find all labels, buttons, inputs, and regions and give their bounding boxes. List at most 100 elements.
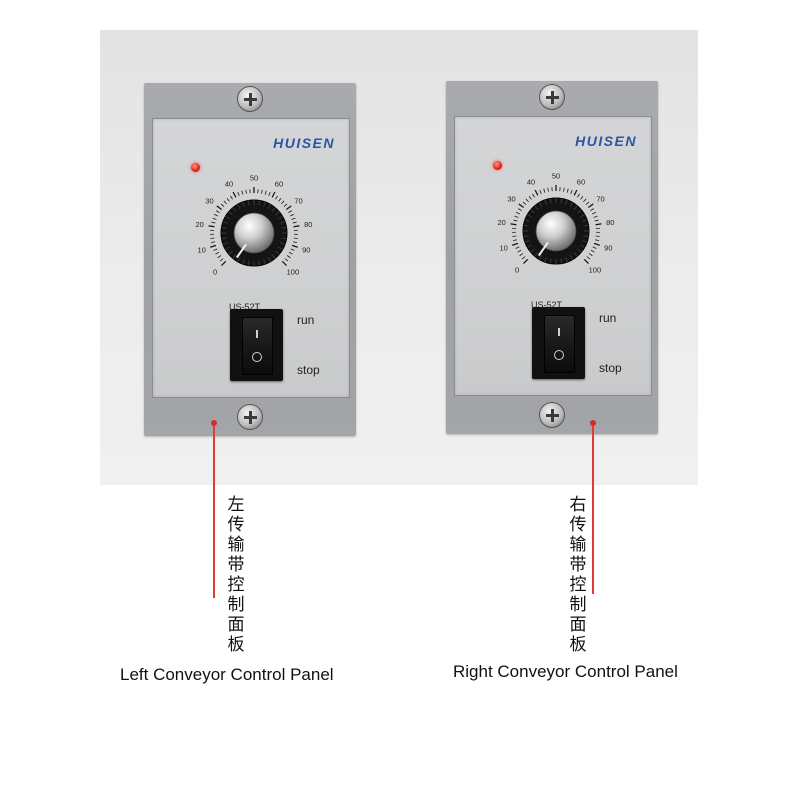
dial-tick	[213, 248, 218, 251]
knob-ridge	[267, 256, 271, 262]
dial-tick	[230, 195, 233, 200]
dial-tick	[214, 213, 218, 217]
dial-tick	[212, 217, 217, 220]
dial-tick	[566, 188, 569, 193]
dial-tick	[288, 210, 293, 213]
knob-ridge	[267, 204, 271, 210]
dial-tick	[290, 213, 294, 217]
knob-ridge	[221, 226, 227, 229]
brand-logo: HUISEN	[575, 133, 637, 149]
knob-ridge	[583, 235, 589, 238]
dial-tick	[292, 241, 298, 243]
dial-scale-label: 90	[604, 244, 612, 253]
knob-ridge	[225, 246, 231, 250]
dial-tick	[525, 198, 529, 203]
dial-tick	[281, 260, 287, 266]
knob-ridge	[280, 221, 286, 224]
knob-ridge	[277, 246, 283, 250]
dial-tick	[288, 251, 293, 255]
knob-ridge	[237, 204, 241, 210]
dial-knob-cap[interactable]	[535, 210, 577, 252]
dial-knob-cap[interactable]	[233, 212, 275, 254]
dial-tick	[284, 258, 289, 262]
run-label: run	[297, 313, 315, 327]
dial-tick	[237, 191, 240, 196]
rocker-paddle[interactable]	[544, 315, 575, 373]
dial-tick	[512, 242, 519, 246]
dial-tick	[516, 211, 520, 215]
dial-tick	[528, 195, 532, 200]
knob-ridge	[534, 205, 539, 210]
dial-scale-label: 50	[250, 174, 258, 183]
dial-tick	[219, 258, 224, 262]
dial-tick	[293, 237, 298, 239]
dial-tick	[517, 208, 522, 211]
dial-tick	[593, 242, 600, 246]
knob-ridge	[258, 260, 261, 266]
dial-tick	[514, 215, 519, 218]
knob-ridge	[527, 214, 533, 218]
dial-scale-label: 60	[577, 178, 585, 187]
power-led-indicator	[191, 163, 200, 172]
dial-tick	[523, 258, 529, 264]
knob-ridge	[271, 254, 276, 259]
pointer-line-right	[592, 426, 594, 594]
knob-ridge	[523, 235, 529, 238]
run-stop-rocker-switch[interactable]	[532, 307, 585, 379]
power-led-indicator	[493, 161, 502, 170]
screw-icon	[237, 404, 263, 430]
knob-ridge	[573, 205, 578, 210]
dial-tick	[534, 189, 539, 196]
knob-ridge	[263, 201, 266, 207]
knob-ridge	[565, 257, 568, 263]
dial-tick	[512, 239, 518, 241]
dial-tick	[594, 219, 599, 222]
dial-scale-label: 40	[527, 178, 535, 187]
dial-scale-label: 80	[304, 220, 312, 229]
stop-label: stop	[297, 363, 320, 377]
knob-ridge	[544, 199, 547, 205]
dial-tick	[595, 235, 600, 237]
run-label: run	[599, 311, 617, 325]
dial-scale-label: 30	[507, 194, 515, 203]
dial-tick	[585, 201, 590, 205]
knob-ridge	[222, 242, 228, 245]
dial-tick	[522, 201, 527, 205]
knob-ridge	[579, 214, 585, 218]
dial-tick	[592, 211, 596, 215]
dial-tick	[594, 239, 600, 241]
dial-tick	[241, 190, 244, 195]
switch-on-symbol-icon	[558, 328, 560, 336]
run-stop-rocker-switch[interactable]	[230, 309, 283, 381]
dial-tick	[210, 244, 217, 248]
dial-tick	[515, 246, 520, 249]
dial-tick	[292, 221, 297, 224]
dial-tick	[595, 223, 602, 226]
knob-ridge	[539, 254, 543, 260]
dial-tick	[517, 249, 522, 253]
right-panel-english-label: Right Conveyor Control Panel	[453, 662, 678, 681]
dial-tick	[264, 190, 267, 195]
knob-ridge	[247, 260, 250, 266]
dial-scale-label: 10	[198, 246, 206, 255]
dial-tick	[217, 255, 222, 259]
knob-ridge	[544, 257, 547, 263]
dial-scale-label: 20	[196, 220, 204, 229]
knob-ridge	[569, 254, 573, 260]
dial-tick	[221, 260, 227, 266]
dial-tick	[216, 205, 223, 211]
dial-tick	[518, 203, 525, 209]
knob-ridge	[275, 250, 280, 255]
dial-indicator	[235, 243, 247, 259]
switch-off-symbol-icon	[554, 350, 564, 360]
rocker-paddle[interactable]	[242, 317, 273, 375]
brand-logo: HUISEN	[273, 135, 335, 151]
knob-ridge	[524, 219, 530, 222]
dial-tick	[210, 241, 216, 243]
dial-scale-label: 60	[275, 180, 283, 189]
dial-tick	[577, 193, 580, 198]
